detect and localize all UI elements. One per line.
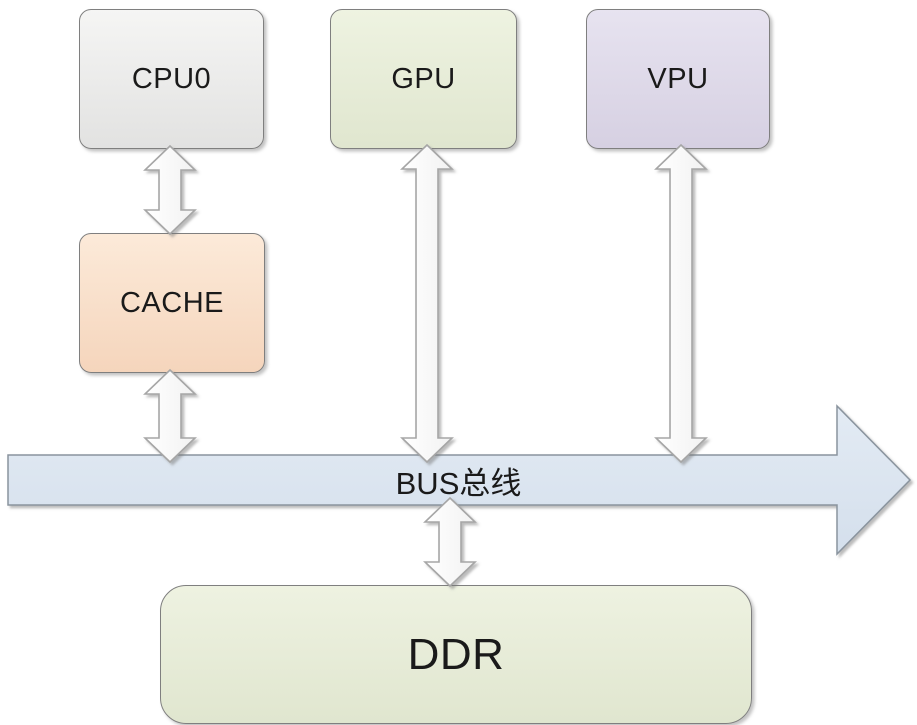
node-vpu: VPU	[586, 9, 770, 149]
node-cache: CACHE	[79, 233, 265, 373]
node-cpu0: CPU0	[79, 9, 264, 149]
bus-block-arrow	[7, 404, 912, 556]
node-cpu0-label: CPU0	[131, 62, 212, 95]
edge-cpu0-cache-double-arrow	[143, 144, 197, 236]
node-ddr-label: DDR	[407, 629, 505, 679]
edge-bus-ddr-double-arrow	[423, 496, 477, 588]
edge-gpu-bus-double-arrow	[400, 143, 454, 464]
node-ddr: DDR	[160, 585, 752, 724]
edge-vpu-bus-double-arrow	[654, 143, 708, 464]
node-cache-label: CACHE	[119, 286, 224, 319]
edge-cache-bus-double-arrow	[143, 368, 197, 464]
node-vpu-label: VPU	[647, 62, 709, 95]
node-gpu-label: GPU	[391, 62, 456, 95]
